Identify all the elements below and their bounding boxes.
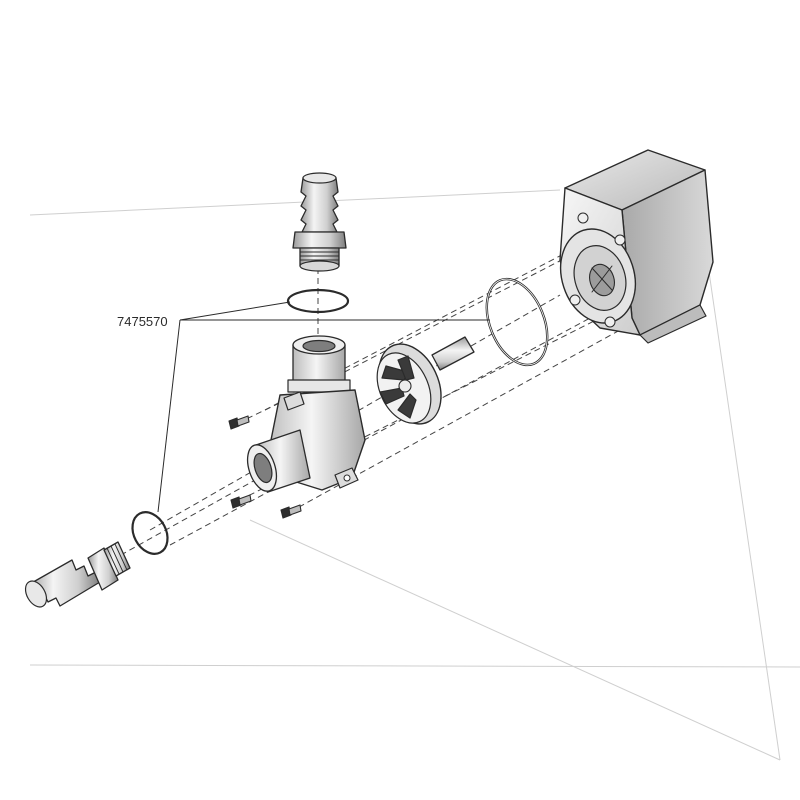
part-number-label: 7475570 [117,314,168,329]
impeller-rotor [376,336,475,425]
hose-connector-side [24,541,131,608]
motor-housing [559,149,714,344]
callout-leaders [157,301,490,513]
background-guides [29,189,800,761]
small-o-ring-side [131,511,169,555]
screw-3 [280,504,302,519]
small-o-ring-top [286,288,350,314]
pump-volute-body [246,335,366,493]
hose-connector-top [292,172,347,272]
screw-2 [230,494,252,509]
screw-1 [228,415,250,430]
large-o-ring [485,277,549,367]
assembly-guide-lines [111,234,621,561]
